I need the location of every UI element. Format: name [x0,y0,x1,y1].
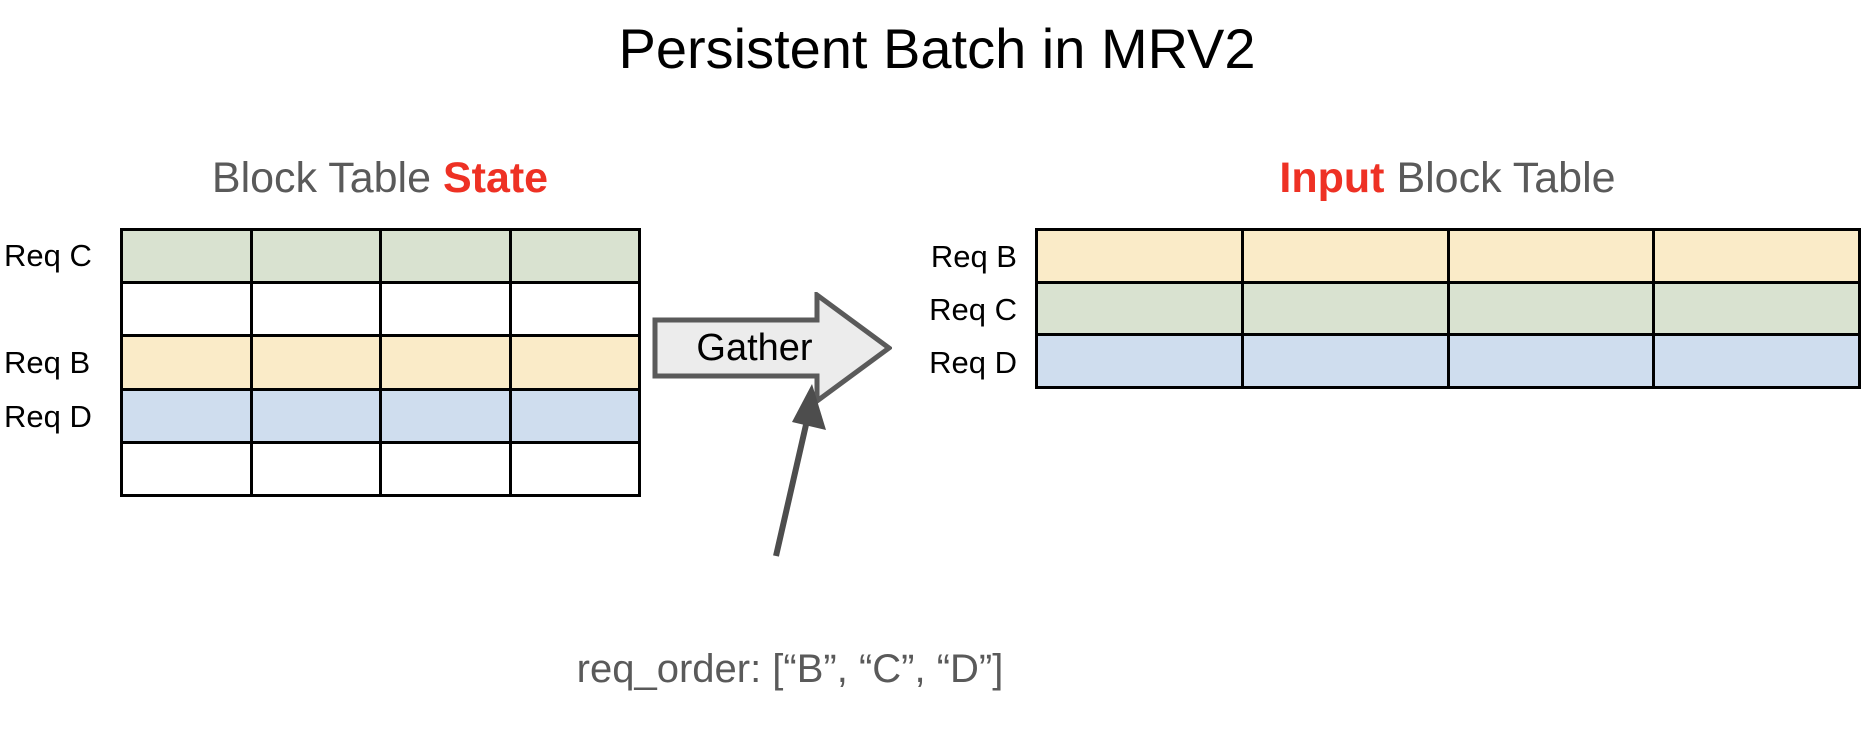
state-table-cell-r2-c4 [511,284,638,335]
input-row-label-req-c: Req C [929,292,1017,327]
right-heading-suffix: Block Table [1384,154,1616,202]
state-table-cell-r5-c2 [252,443,379,494]
state-table-cell-r4-c3 [382,390,509,441]
state-table-cell-r1-c4 [511,231,638,282]
state-table-cell-r2-c3 [382,284,509,335]
input-block-table [1035,228,1861,389]
req-order-caption: req_order: [“B”, “C”, “D”] [576,647,1004,691]
left-table-heading: Block Table State [120,152,640,204]
state-table-cell-r1-c3 [382,231,509,282]
state-table-cell-r3-c3 [382,337,509,388]
input-table-cell-r3-c3 [1449,336,1653,386]
input-table-cell-r2-c3 [1449,283,1653,334]
input-table-cell-r1-c4 [1655,231,1858,281]
input-table-cell-r3-c1 [1038,336,1241,386]
state-table-cell-r4-c1 [123,390,250,441]
input-row-label-req-b: Req B [930,239,1017,274]
input-table-cell-r2-c4 [1655,283,1858,334]
req-order-connector-arrow-icon [773,384,826,557]
state-table-cell-r1-c2 [252,231,379,282]
gather-arrow-icon [652,292,892,404]
block-table-state [120,228,641,497]
input-table-cell-r1-c2 [1243,231,1447,281]
left-heading-accent: State [442,154,549,202]
state-table-cell-r3-c2 [252,337,379,388]
input-table-cell-r1-c3 [1449,231,1653,281]
page-title: Persistent Batch in MRV2 [618,17,1256,80]
input-table-cell-r2-c2 [1243,283,1447,334]
state-row-label-req-b: Req B [4,345,91,380]
state-row-label-req-d: Req D [4,399,92,434]
input-table-cell-r3-c2 [1243,336,1447,386]
state-table-cell-r5-c4 [511,443,638,494]
state-table-cell-r2-c1 [123,284,250,335]
left-heading-prefix: Block Table [211,154,443,202]
state-row-label-req-c: Req C [4,238,92,273]
right-heading-accent: Input [1279,154,1385,202]
state-table-cell-r4-c4 [511,390,638,441]
input-table-cell-r3-c4 [1655,336,1858,386]
state-table-cell-r5-c3 [382,443,509,494]
input-table-cell-r1-c1 [1038,231,1241,281]
state-table-cell-r4-c2 [252,390,379,441]
state-table-cell-r5-c1 [123,443,250,494]
state-table-cell-r3-c4 [511,337,638,388]
right-table-heading: Input Block Table [1035,152,1860,204]
gather-label: Gather [696,326,813,369]
state-table-cell-r2-c2 [252,284,379,335]
state-table-cell-r3-c1 [123,337,250,388]
input-row-label-req-d: Req D [929,345,1017,380]
state-table-cell-r1-c1 [123,231,250,282]
input-table-cell-r2-c1 [1038,283,1241,334]
